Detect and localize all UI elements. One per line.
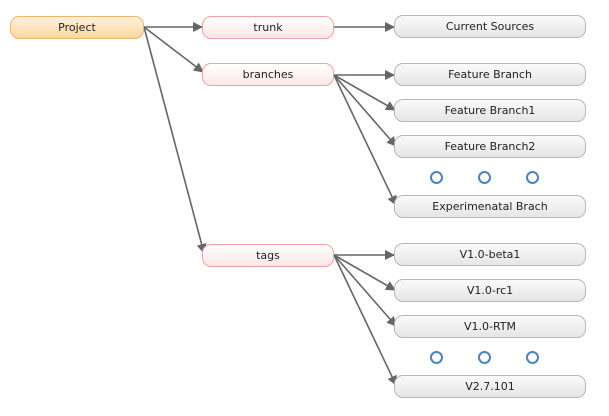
tag-node[interactable]: V1.0-RTM [394, 315, 586, 338]
tag-node[interactable]: V1.0-beta1 [394, 243, 586, 266]
arrow-tags-v27 [333, 254, 397, 386]
project-node[interactable]: Project [10, 16, 144, 39]
tag-node[interactable]: V2.7.101 [394, 375, 586, 398]
tag-label: V1.0-RTM [463, 320, 517, 333]
ellipsis-dot-icon [526, 351, 539, 364]
tag-label: V2.7.101 [465, 380, 515, 393]
tag-label: V1.0-beta1 [459, 248, 521, 261]
arrow-project-branches [143, 26, 204, 73]
arrow-branches-feature2 [333, 74, 397, 147]
branch-node[interactable]: Feature Branch2 [394, 135, 586, 158]
branch-node[interactable]: Feature Branch1 [394, 99, 586, 122]
trunk-label: trunk [253, 21, 283, 34]
ellipsis-dot-icon [478, 171, 491, 184]
branch-label: Feature Branch1 [444, 104, 536, 117]
ellipsis-dot-icon [430, 351, 443, 364]
branch-node[interactable]: Experimenatal Brach [394, 195, 586, 218]
current-sources-label: Current Sources [445, 20, 535, 33]
project-label: Project [58, 21, 96, 34]
tags-node[interactable]: tags [202, 244, 334, 267]
arrow-branches-feature1 [333, 74, 396, 111]
ellipsis-dot-icon [478, 351, 491, 364]
arrow-project-tags [143, 26, 207, 254]
ellipsis-dot-icon [430, 171, 443, 184]
tag-node[interactable]: V1.0-rc1 [394, 279, 586, 302]
branches-label: branches [242, 68, 294, 81]
tags-label: tags [256, 249, 280, 262]
branch-label: Experimenatal Brach [432, 200, 548, 213]
trunk-node[interactable]: trunk [202, 16, 334, 39]
arrow-tags-rtm [333, 254, 397, 327]
branch-node[interactable]: Feature Branch [394, 63, 586, 86]
branches-node[interactable]: branches [202, 63, 334, 86]
ellipsis-dot-icon [526, 171, 539, 184]
tag-label: V1.0-rc1 [466, 284, 514, 297]
branch-label: Feature Branch2 [444, 140, 536, 153]
arrow-tags-rc [333, 254, 396, 291]
arrow-branches-experimental [333, 74, 397, 206]
branch-label: Feature Branch [448, 68, 532, 81]
current-sources-node[interactable]: Current Sources [394, 15, 586, 38]
